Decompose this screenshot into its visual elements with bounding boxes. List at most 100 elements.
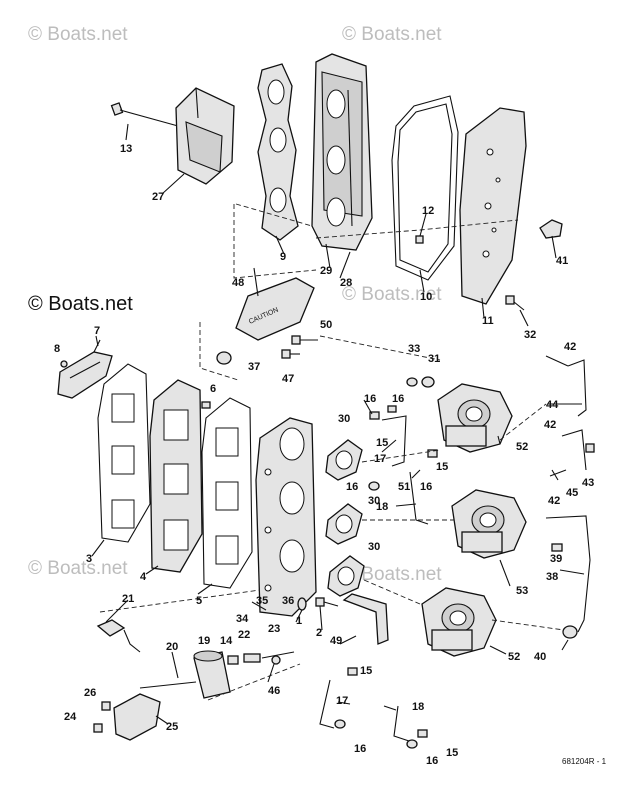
- label-49: 49: [330, 635, 342, 647]
- label-21: 21: [122, 593, 134, 605]
- screw-12: [415, 235, 424, 244]
- label-11: 11: [482, 315, 494, 327]
- reed-plate-7: [57, 339, 113, 399]
- carburetor-gasket-30c: [327, 555, 365, 597]
- guide-line-right-top: [499, 403, 547, 441]
- label-35: 35: [256, 595, 268, 607]
- label-15-d: 15: [446, 747, 458, 759]
- label-29: 29: [320, 265, 332, 277]
- label-22: 22: [238, 629, 250, 641]
- label-5: 5: [196, 595, 202, 607]
- label-42-c: 42: [548, 495, 560, 507]
- label-15-b: 15: [436, 461, 448, 473]
- carburetor-bottom: [421, 587, 497, 657]
- label-16-b: 16: [346, 481, 358, 493]
- label-42-b: 42: [544, 419, 556, 431]
- label-48: 48: [232, 277, 244, 289]
- label-25: 25: [166, 721, 178, 733]
- screw-32: [505, 295, 525, 311]
- nut-16-mid: [368, 405, 397, 491]
- leader-lines: [91, 123, 585, 725]
- link-rod-17-bottom: [319, 679, 335, 729]
- label-50: 50: [320, 319, 332, 331]
- fuel-filter-19: [193, 650, 231, 699]
- label-17-a: 17: [374, 453, 386, 465]
- label-3: 3: [86, 553, 92, 565]
- label-41: 41: [556, 255, 568, 267]
- label-16-f: 16: [392, 393, 404, 405]
- label-9: 9: [280, 251, 286, 263]
- label-39: 39: [550, 553, 562, 565]
- carburetor-gasket-30a: [325, 439, 363, 481]
- label-7: 7: [94, 325, 100, 337]
- label-52-a: 52: [516, 441, 528, 453]
- label-42-a: 42: [564, 341, 576, 353]
- label-40: 40: [534, 651, 546, 663]
- label-6: 6: [210, 383, 216, 395]
- connector-22: [243, 653, 261, 663]
- guide-line-bottom-left: [99, 589, 261, 613]
- exhaust-manifold-28: [311, 53, 373, 251]
- hose-42-top: [567, 359, 587, 417]
- screw-24: [93, 723, 103, 733]
- nut-16-bottom: [334, 719, 418, 749]
- label-30-c: 30: [368, 541, 380, 553]
- guide-line-carb-top: [361, 449, 441, 463]
- clip-26: [101, 701, 111, 711]
- plug-37: [216, 351, 232, 365]
- label-31: 31: [428, 353, 440, 365]
- label-45: 45: [566, 487, 578, 499]
- clip-15-bottom: [347, 667, 428, 738]
- label-32: 32: [524, 329, 536, 341]
- watermark-mid-left: © Boats.net: [28, 293, 133, 315]
- label-16-a: 16: [364, 393, 376, 405]
- label-30-b: 30: [368, 495, 380, 507]
- watermark-mid-right: © Boats.net: [342, 284, 442, 305]
- hose-38: [545, 515, 591, 633]
- fitting-39: [551, 543, 563, 552]
- guide-line-top: [315, 219, 519, 239]
- label-15-a: 15: [376, 437, 388, 449]
- watermark-low-right: © Boats.net: [342, 564, 442, 585]
- label-19: 19: [198, 635, 210, 647]
- cover-gasket-10: [391, 95, 459, 281]
- guide-line-top-manifold: [235, 203, 313, 227]
- rod-23: [261, 651, 295, 659]
- washer-1: [297, 597, 307, 611]
- label-52-b: 52: [508, 651, 520, 663]
- link-rod-18-mid: [409, 471, 429, 525]
- label-16-c: 16: [420, 481, 432, 493]
- clamp-40: [562, 625, 578, 639]
- gasket-5: [201, 397, 253, 589]
- drawing-code: 681204R - 1: [562, 757, 607, 766]
- label-36: 36: [282, 595, 294, 607]
- fitting-14: [227, 655, 239, 665]
- hose-49: [342, 593, 389, 645]
- label-15-c: 15: [360, 665, 372, 677]
- guide-line-carb-bottom: [363, 579, 421, 605]
- label-33: 33: [408, 343, 420, 355]
- carburetor-top: [437, 383, 513, 453]
- label-8: 8: [54, 343, 60, 355]
- label-18-b: 18: [412, 701, 424, 713]
- gasket-9: [257, 63, 299, 241]
- label-43: 43: [582, 477, 594, 489]
- gasket-3: [97, 363, 151, 543]
- watermark-low-left: © Boats.net: [28, 558, 128, 579]
- screw-8: [60, 360, 68, 368]
- label-51: 51: [398, 481, 410, 493]
- bolt-13: [110, 102, 179, 127]
- bolt-50: [291, 335, 318, 345]
- label-1: 1: [296, 615, 302, 627]
- label-10: 10: [420, 291, 432, 303]
- bracket-21: [96, 619, 141, 653]
- link-rod-17-mid: [381, 415, 407, 467]
- carburetor-gasket-30b: [325, 503, 363, 545]
- label-12: 12: [422, 205, 434, 217]
- intake-manifold-35: [255, 417, 317, 617]
- bolt-2: [315, 597, 339, 607]
- label-20: 20: [166, 641, 178, 653]
- fitting-46: [271, 655, 281, 665]
